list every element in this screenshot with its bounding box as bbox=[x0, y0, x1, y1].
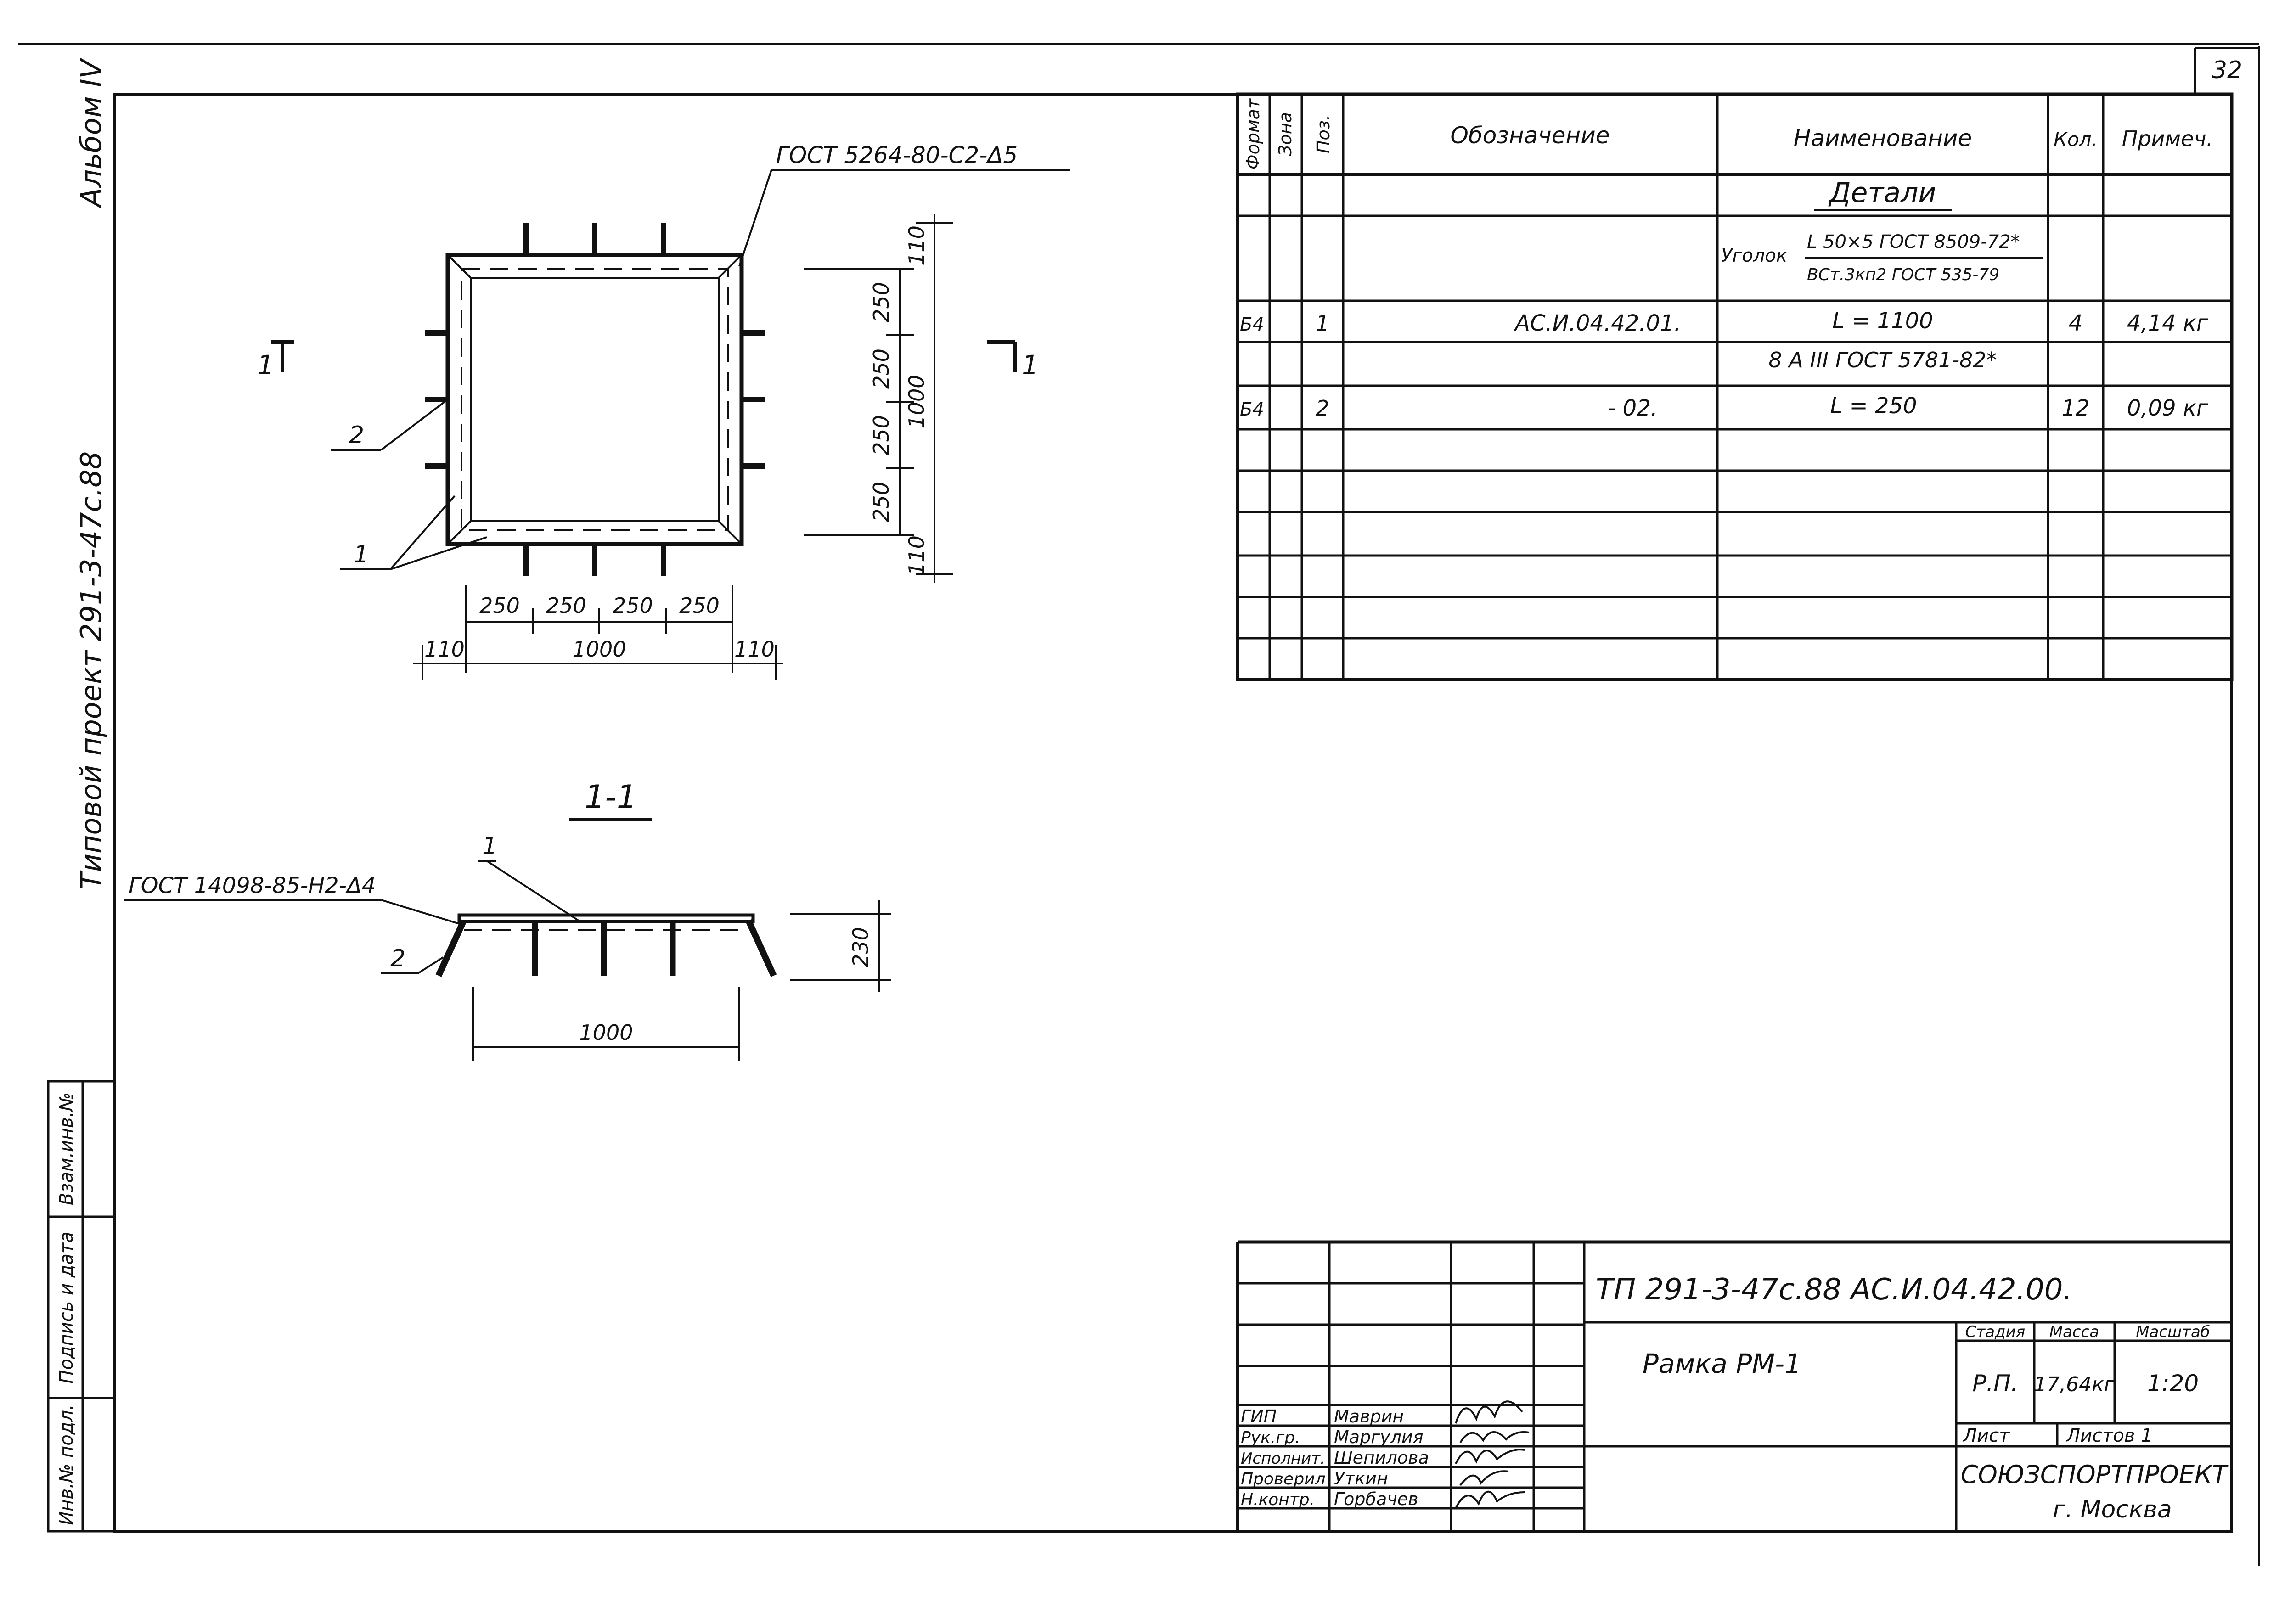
plan-dim-h-left-overhang: 110 bbox=[424, 637, 465, 662]
mass-value: 17,64кг bbox=[2034, 1373, 2115, 1396]
section-height-dim: 230 bbox=[848, 927, 873, 967]
spec-material-1-top: L 50×5 ГОСТ 8509-72* bbox=[1807, 231, 2020, 253]
plan-dim-h-right-overhang: 110 bbox=[734, 637, 775, 662]
section-marker-right: 1 bbox=[1022, 349, 1039, 381]
plan-dim-v-3: 250 bbox=[869, 415, 894, 455]
scale-label: Масштаб bbox=[2136, 1323, 2210, 1341]
sheet-number: 32 bbox=[2212, 56, 2242, 84]
plan-pos-1: 1 bbox=[354, 541, 369, 568]
section-weld-note: ГОСТ 14098-85-Н2-Δ4 bbox=[129, 873, 376, 899]
plan-dim-v-overall: 1000 bbox=[904, 375, 929, 428]
section-pos-2: 2 bbox=[390, 945, 405, 972]
spec-material-1-bottom: ВСт.3кп2 ГОСТ 535-79 bbox=[1807, 265, 1999, 284]
mass-label: Масса bbox=[2049, 1323, 2099, 1341]
org-city: г. Москва bbox=[2053, 1496, 2172, 1523]
plan-dim-v-1: 250 bbox=[869, 282, 894, 322]
title-name: Рамка РМ-1 bbox=[1643, 1348, 1801, 1379]
margin-box-inv: Инв.№ подл. bbox=[56, 1404, 77, 1525]
section-title: 1-1 bbox=[585, 778, 637, 816]
section-width-dim: 1000 bbox=[579, 1020, 633, 1045]
plan-view: ГОСТ 5264-80-С2-Δ5 1 bbox=[257, 142, 1070, 680]
project-label: Типовой проект 291-3-47с.88 bbox=[74, 451, 108, 889]
spec-material-2: 8 А III ГОСТ 5781-82* bbox=[1768, 348, 1997, 372]
margin-box-replace: Взам.инв.№ bbox=[56, 1092, 77, 1205]
spec-row-1-name: L = 1100 bbox=[1832, 308, 1933, 334]
spec-header-format: Формат bbox=[1243, 98, 1263, 169]
spec-row-2-qty: 12 bbox=[2061, 395, 2089, 421]
margin-box-sign: Подпись и дата bbox=[56, 1231, 77, 1383]
staff-name-4: Уткин bbox=[1334, 1468, 1388, 1489]
stage-label: Стадия bbox=[1965, 1323, 2025, 1341]
plan-dim-v-bottom-overhang: 110 bbox=[904, 535, 929, 576]
plan-dim-h-3: 250 bbox=[613, 593, 653, 618]
spec-row-2-designation: - 02. bbox=[1608, 395, 1658, 421]
staff-name-3: Шепилова bbox=[1334, 1448, 1429, 1468]
spec-row-1-format: Б4 bbox=[1240, 314, 1264, 335]
scale-value: 1:20 bbox=[2147, 1370, 2199, 1397]
staff-role-3: Исполнит. bbox=[1241, 1450, 1325, 1468]
spec-table: Формат Зона Поз. Обозначение Наименовани… bbox=[1236, 92, 2234, 681]
staff-role-4: Проверил bbox=[1241, 1470, 1326, 1489]
plan-pos-2: 2 bbox=[349, 421, 364, 449]
spec-header-name: Наименование bbox=[1794, 125, 1972, 152]
signatures bbox=[1455, 1400, 1530, 1509]
plan-dim-v-2: 250 bbox=[869, 348, 894, 389]
plan-weld-note: ГОСТ 5264-80-С2-Δ5 bbox=[776, 142, 1018, 169]
spec-material-1-prefix: Уголок bbox=[1721, 245, 1787, 266]
spec-row-1-pos: 1 bbox=[1316, 311, 1329, 336]
spec-section-title: Детали bbox=[1828, 177, 1936, 209]
title-code: ТП 291-3-47с.88 АС.И.04.42.00. bbox=[1596, 1273, 2072, 1307]
spec-row-2-format: Б4 bbox=[1240, 399, 1264, 420]
org-name: СОЮЗСПОРТПРОЕКТ bbox=[1961, 1460, 2229, 1489]
left-margin: Альбом IV Типовой проект 291-3-47с.88 Ин… bbox=[47, 57, 116, 1533]
spec-header-zone: Зона bbox=[1275, 112, 1295, 156]
spec-header-pos: Поз. bbox=[1313, 115, 1334, 153]
spec-header-designation: Обозначение bbox=[1451, 122, 1610, 149]
sheets-label: Листов 1 bbox=[2065, 1425, 2153, 1446]
plan-dim-h-overall: 1000 bbox=[572, 637, 626, 662]
spec-header-note: Примеч. bbox=[2122, 126, 2213, 151]
spec-row-1-note: 4,14 кг bbox=[2127, 310, 2208, 336]
staff-role-1: ГИП bbox=[1241, 1406, 1277, 1427]
staff-role-5: Н.контр. bbox=[1241, 1490, 1315, 1509]
title-block: ТП 291-3-47с.88 АС.И.04.42.00. Рамка РМ-… bbox=[1236, 1240, 2232, 1531]
spec-row-1-designation: АС.И.04.42.01. bbox=[1514, 310, 1681, 336]
staff-name-1: Маврин bbox=[1334, 1406, 1404, 1427]
staff-role-2: Рук.гр. bbox=[1241, 1428, 1300, 1447]
spec-row-2-note: 0,09 кг bbox=[2127, 395, 2208, 421]
stage-value: Р.П. bbox=[1972, 1370, 2018, 1397]
sheet-frame bbox=[18, 43, 2260, 1566]
plan-dim-h-1: 250 bbox=[479, 593, 520, 618]
spec-header-qty: Кол. bbox=[2054, 128, 2098, 151]
plan-dim-v-4: 250 bbox=[869, 482, 894, 522]
staff-name-2: Маргулия bbox=[1334, 1427, 1424, 1447]
plan-dim-h-2: 250 bbox=[546, 593, 586, 618]
section-pos-1: 1 bbox=[482, 832, 497, 860]
spec-row-1-qty: 4 bbox=[2069, 310, 2083, 336]
plan-dim-h-4: 250 bbox=[679, 593, 720, 618]
section-view: 1-1 ГОСТ 14098-85-Н2-Δ4 1 2 bbox=[124, 778, 891, 1061]
spec-row-2-name: L = 250 bbox=[1830, 393, 1917, 419]
staff-name-5: Горбачев bbox=[1334, 1489, 1418, 1509]
sheet-label: Лист bbox=[1962, 1425, 2010, 1446]
spec-row-2-pos: 2 bbox=[1316, 396, 1329, 421]
album-label: Альбом IV bbox=[74, 57, 108, 209]
plan-dim-v-top-overhang: 110 bbox=[904, 225, 929, 266]
section-marker-left: 1 bbox=[257, 349, 274, 381]
